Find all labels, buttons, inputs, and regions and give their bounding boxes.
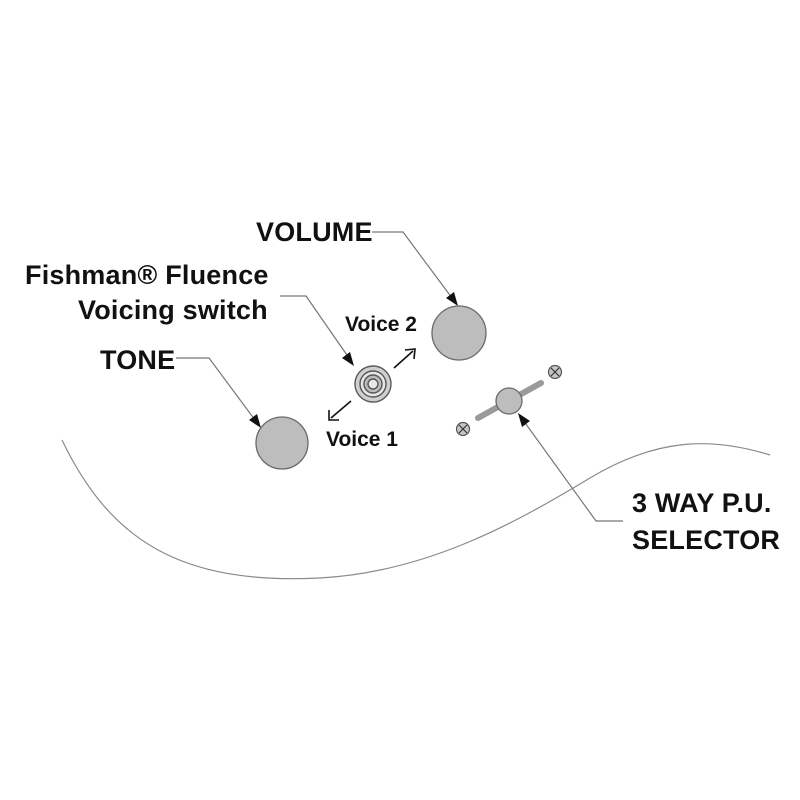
fishman-arrowhead [342, 352, 354, 366]
voice2-label: Voice 2 [345, 313, 417, 336]
volume-leader [372, 231, 453, 299]
volume-label: VOLUME [256, 217, 373, 247]
fishman-label-line2: Voicing switch [78, 295, 268, 325]
tone-label: TONE [100, 345, 175, 375]
selector-arrowhead [518, 413, 530, 427]
fishman-leader [280, 295, 350, 359]
selector-leader [522, 419, 623, 522]
voicing-switch [354, 365, 392, 403]
voice1-label: Voice 1 [326, 428, 398, 451]
tone-leader [176, 357, 256, 421]
volume-arrowhead [446, 292, 458, 306]
voice1-arrow [328, 400, 352, 421]
body-outline-curve [61, 439, 771, 580]
pickup-selector [455, 364, 563, 437]
tone-knob [255, 416, 309, 470]
fishman-label-line1: Fishman® Fluence [25, 260, 269, 290]
selector-label-line1: 3 WAY P.U. [632, 488, 772, 518]
selector-label-line2: SELECTOR [632, 525, 780, 555]
voice2-arrow [393, 348, 416, 369]
tone-arrowhead [249, 414, 261, 428]
volume-knob [431, 305, 487, 361]
